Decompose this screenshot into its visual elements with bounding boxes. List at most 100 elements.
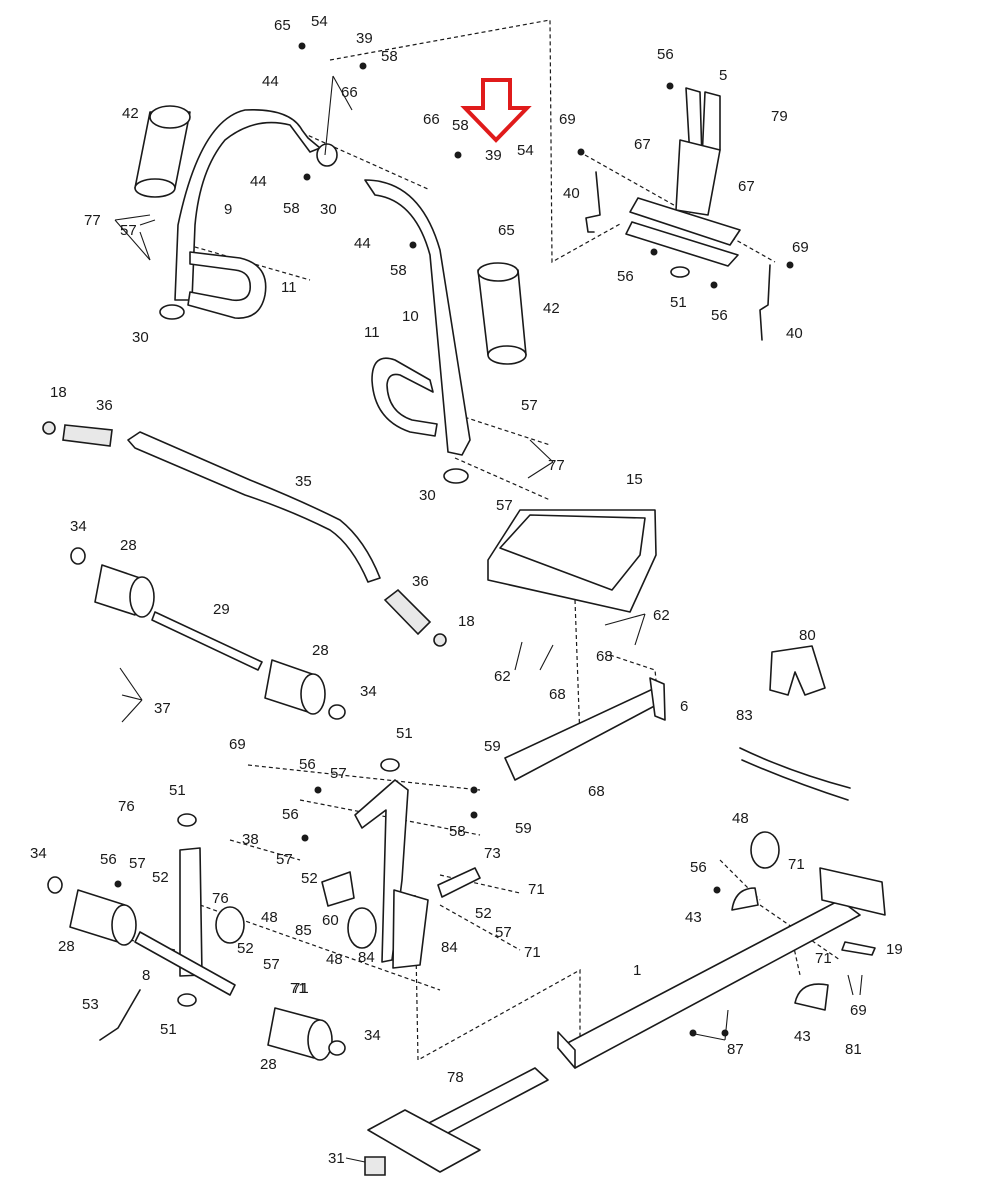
callout: 68 (588, 783, 605, 800)
callout: 11 (281, 279, 297, 296)
callout: 36 (96, 397, 113, 414)
callout: 66 (341, 84, 358, 101)
part-40-pin-right (759, 264, 771, 341)
callout: 48 (261, 909, 278, 926)
part-11-loop-left (187, 251, 267, 319)
part-34-washer-c (47, 876, 63, 894)
callout: 15 (626, 471, 643, 488)
callout: 5 (719, 67, 727, 84)
callout: 28 (58, 938, 75, 955)
callout: 56 (282, 806, 299, 823)
callout: 71 (290, 980, 307, 997)
callout: 54 (517, 142, 534, 159)
callout: 59 (484, 738, 501, 755)
callout: 34 (360, 683, 377, 700)
callout: 39 (485, 147, 502, 164)
callout: 56 (657, 46, 674, 63)
callout: 57 (263, 956, 280, 973)
part-28-roller-upper-left (94, 564, 155, 618)
callout: 29 (213, 601, 230, 618)
callout: 60 (322, 912, 339, 929)
part-73-bracket (437, 867, 481, 898)
callout: 57 (521, 397, 538, 414)
callout: 56 (617, 268, 634, 285)
callout: 42 (122, 105, 139, 122)
part-30-bushing-left (159, 304, 185, 320)
callout: 57 (330, 765, 347, 782)
part-48-pulley-right (750, 831, 780, 869)
callout: 76 (212, 890, 229, 907)
part-51-cap-left-bottom (177, 993, 197, 1007)
part-51-cap-top (670, 266, 690, 278)
callout: 58 (390, 262, 407, 279)
callout: 34 (30, 845, 47, 862)
callout: 71 (788, 856, 805, 873)
callout: 57 (120, 222, 137, 239)
callout: 57 (129, 855, 146, 872)
callout: 30 (419, 487, 436, 504)
callout: 39 (356, 30, 373, 47)
callout: 48 (326, 951, 343, 968)
callout: 58 (452, 117, 469, 134)
callout: 34 (70, 518, 87, 535)
part-30-bushing-center (443, 468, 469, 484)
callout: 69 (559, 111, 576, 128)
part-31-cap (364, 1156, 386, 1176)
part-30-bushing-top (316, 143, 338, 167)
callout: 28 (312, 642, 329, 659)
callout: 81 (845, 1041, 862, 1058)
callout: 53 (82, 996, 99, 1013)
parts-art (42, 42, 886, 1176)
callout: 71 (528, 881, 545, 898)
callout: 79 (771, 108, 788, 125)
callout: 42 (543, 300, 560, 317)
part-11-loop-right (371, 357, 438, 437)
callout: 51 (670, 294, 687, 311)
part-43-guard-upper (731, 887, 759, 911)
callout: 84 (441, 939, 458, 956)
callout: 78 (447, 1069, 464, 1086)
part-40-pin-left (585, 171, 601, 233)
callout: 69 (850, 1002, 867, 1019)
part-34-washer-b (328, 704, 346, 720)
part-43-guard-lower (794, 983, 829, 1011)
part-29-axle (151, 611, 263, 671)
part-6-seat-rail (504, 687, 663, 781)
part-51-cap-left-top (177, 813, 197, 827)
part-9-frame (174, 109, 321, 301)
callout: 67 (634, 136, 651, 153)
callout: 37 (154, 700, 171, 717)
leader-31 (345, 1157, 366, 1163)
callout: 67 (738, 178, 755, 195)
callout: 57 (495, 924, 512, 941)
callout: 40 (786, 325, 803, 342)
part-7-center-upright (354, 779, 429, 969)
callout: 51 (169, 782, 186, 799)
callout: 56 (711, 307, 728, 324)
part-28-roller-lower-right (267, 1007, 333, 1061)
part-28-roller-upper-right (264, 659, 326, 715)
callout: 44 (354, 235, 371, 252)
part-18-cap-a (42, 421, 56, 435)
callout: 56 (299, 756, 316, 773)
callout: 52 (475, 905, 492, 922)
part-34-washer-a (70, 547, 86, 565)
callout: 71 (292, 980, 309, 997)
callout: 76 (118, 798, 135, 815)
callout: 71 (524, 944, 541, 961)
callout: 6 (680, 698, 688, 715)
callout: 58 (449, 823, 466, 840)
callout: 40 (563, 185, 580, 202)
callout: 65 (498, 222, 515, 239)
callout: 44 (250, 173, 267, 190)
callout: 38 (242, 831, 259, 848)
callout: 84 (358, 949, 375, 966)
callout: 51 (396, 725, 413, 742)
callout: 57 (496, 497, 513, 514)
callout: 58 (381, 48, 398, 65)
part-5-upright (625, 87, 741, 267)
callout: 65 (274, 17, 291, 34)
part-1-main-frame (557, 867, 886, 1069)
callout: 69 (229, 736, 246, 753)
